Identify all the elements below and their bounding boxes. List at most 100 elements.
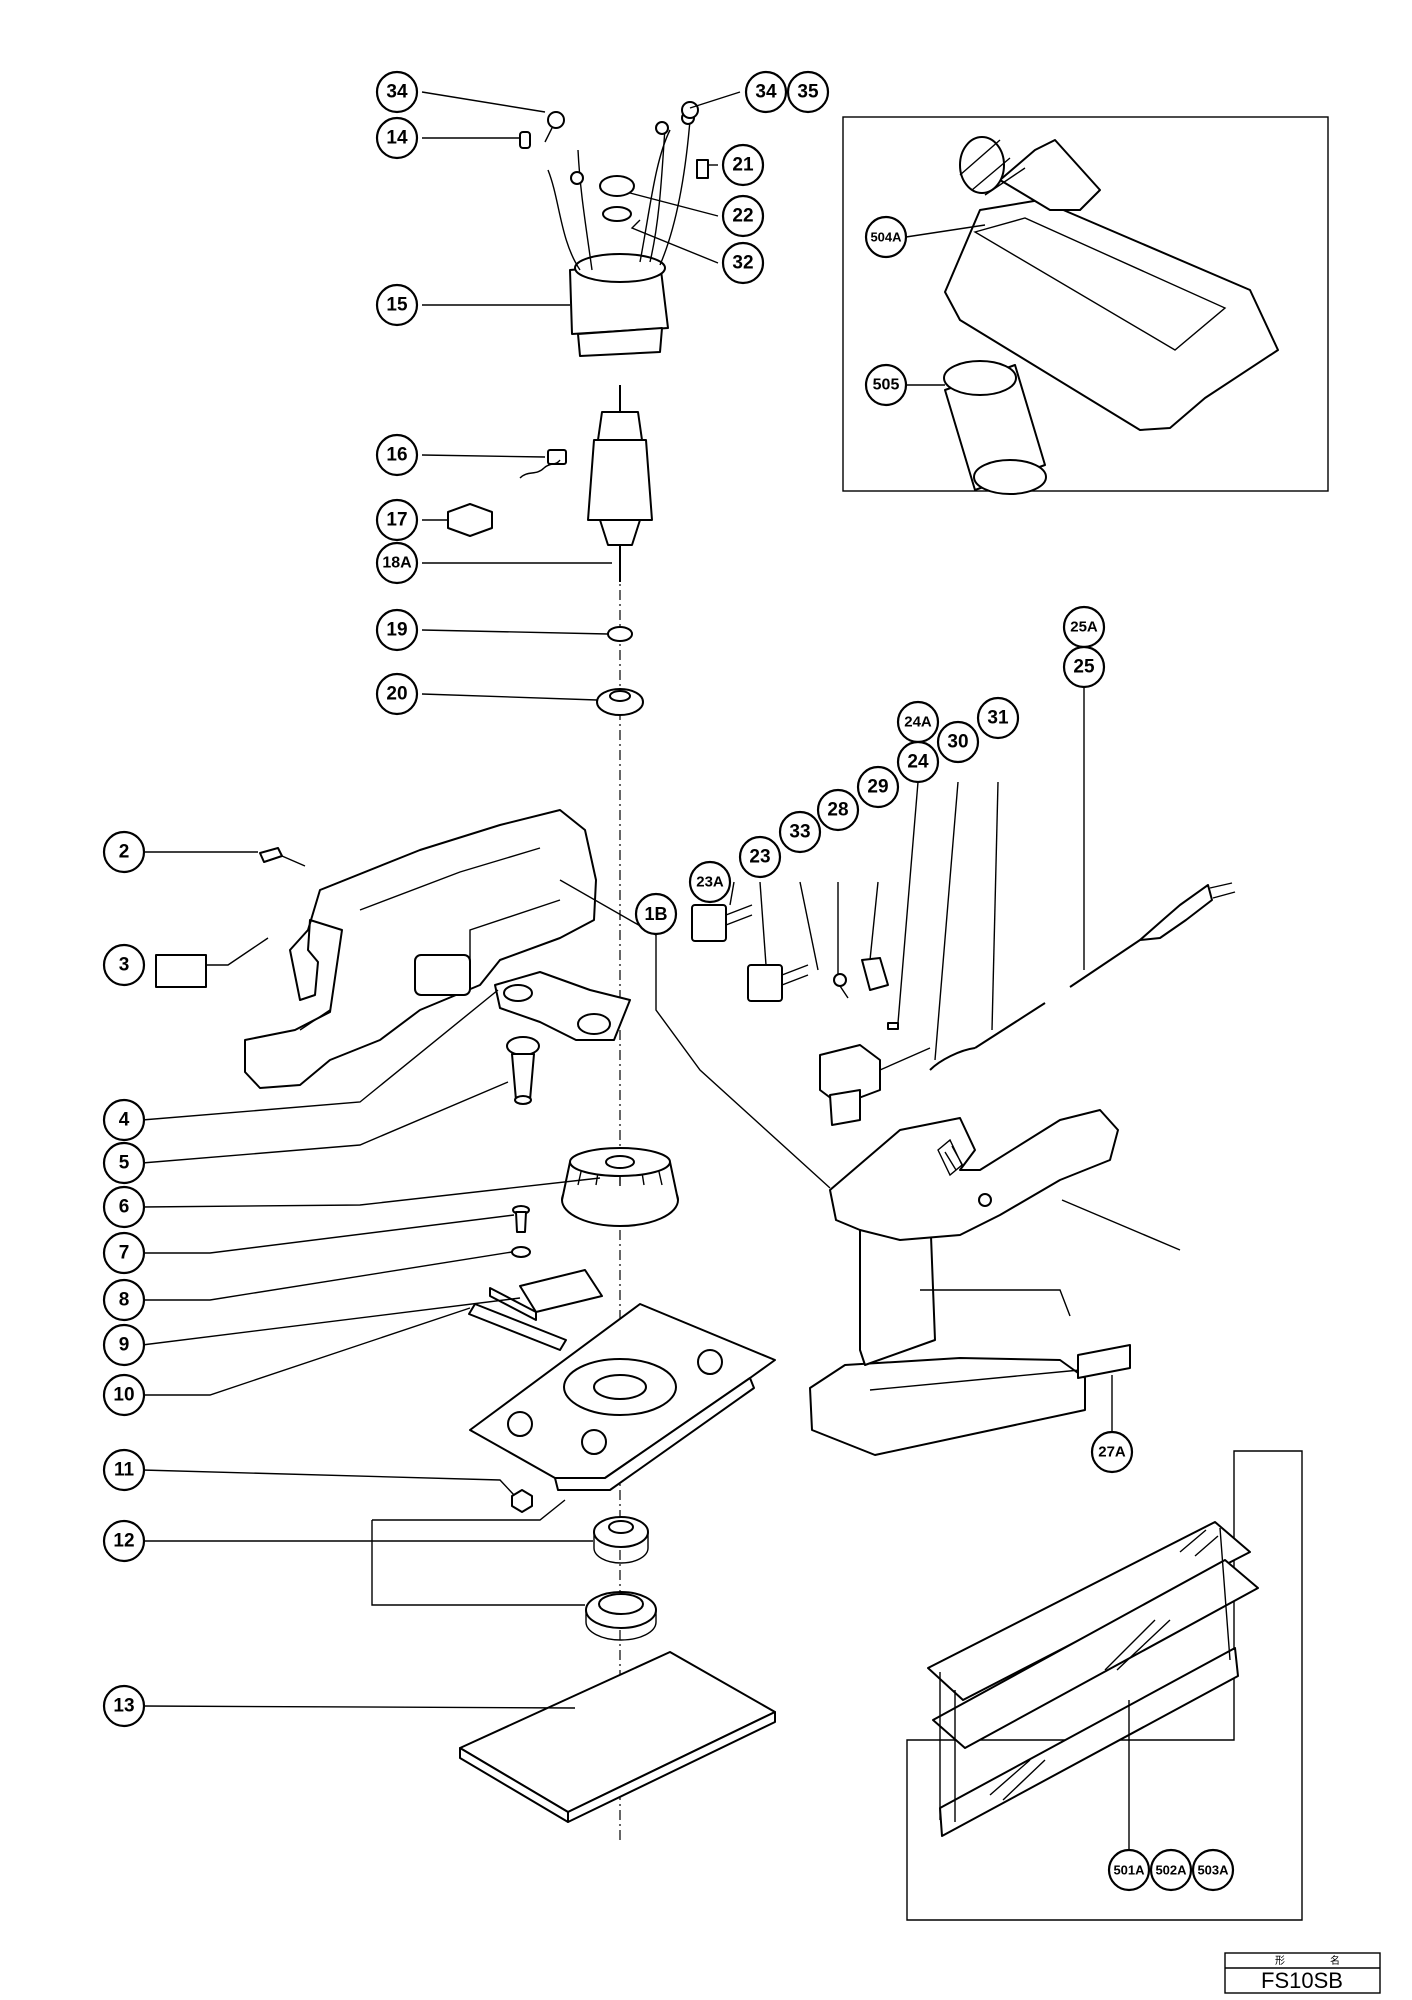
callout-503a: 503A [1191, 1848, 1235, 1892]
callout-501a: 501A [1107, 1848, 1151, 1892]
callout-20: 20 [375, 672, 419, 716]
cushion-pad [459, 1651, 776, 1823]
callout-504a: 504A [864, 215, 908, 259]
callout-28: 28 [816, 788, 860, 832]
svg-text:25A: 25A [1070, 619, 1098, 636]
svg-text:501A: 501A [1113, 1863, 1145, 1878]
svg-text:14: 14 [386, 128, 408, 149]
callout-35: 35 [786, 70, 830, 114]
svg-text:22: 22 [732, 206, 753, 227]
handle-housing [244, 809, 597, 1089]
callout-5: 5 [102, 1141, 146, 1185]
svg-text:23A: 23A [696, 874, 724, 891]
callout-502a: 502A [1149, 1848, 1193, 1892]
ball-bearing-upper [596, 688, 644, 716]
svg-text:32: 32 [732, 253, 753, 274]
callout-24a: 24A [896, 700, 940, 744]
callout-6: 6 [102, 1185, 146, 1229]
svg-text:24A: 24A [904, 714, 932, 731]
svg-text:13: 13 [113, 1696, 134, 1717]
svg-text:12: 12 [113, 1531, 134, 1552]
svg-text:31: 31 [987, 708, 1009, 729]
callout-3: 3 [102, 943, 146, 987]
brush-cap [447, 503, 493, 537]
svg-text:29: 29 [867, 777, 888, 798]
svg-text:28: 28 [827, 800, 848, 821]
callout-17: 17 [375, 498, 419, 542]
svg-text:7: 7 [119, 1243, 130, 1264]
svg-text:30: 30 [947, 732, 968, 753]
screw-2 [259, 847, 306, 867]
power-cord [929, 882, 1236, 1071]
svg-text:6: 6 [119, 1197, 130, 1218]
callout-14: 14 [375, 116, 419, 160]
svg-text:505: 505 [873, 377, 900, 394]
callout-31: 31 [976, 696, 1020, 740]
screw-7 [512, 1205, 530, 1233]
sandpaper-sheets [927, 1521, 1259, 1837]
callout-8: 8 [102, 1278, 146, 1322]
callout-7: 7 [102, 1231, 146, 1275]
callout-21: 21 [721, 143, 765, 187]
svg-text:24: 24 [907, 752, 929, 773]
svg-text:1B: 1B [644, 904, 667, 924]
armature [587, 385, 653, 582]
ball-bearing-lower [593, 1516, 649, 1564]
callout-22: 22 [721, 194, 765, 238]
callout-11: 11 [102, 1448, 146, 1492]
svg-text:9: 9 [119, 1335, 130, 1356]
callout-13: 13 [102, 1684, 146, 1728]
model-number: FS10SB [1261, 1968, 1343, 1993]
paper-clamp [489, 1269, 603, 1321]
callout-29: 29 [856, 765, 900, 809]
spring-24 [887, 1022, 899, 1030]
callout-27a: 27A [1090, 1430, 1134, 1474]
noise-suppressor-23a [691, 904, 753, 942]
base-pad [469, 1303, 776, 1491]
seal-plunger [506, 1036, 540, 1105]
callout-15: 15 [375, 283, 419, 327]
nut [511, 1489, 533, 1513]
callout-9: 9 [102, 1323, 146, 1367]
svg-text:21: 21 [732, 155, 754, 176]
dust-box [944, 136, 1279, 431]
callout-24: 24 [896, 740, 940, 784]
svg-text:503A: 503A [1197, 1863, 1229, 1878]
svg-text:25: 25 [1073, 657, 1095, 678]
svg-text:34: 34 [755, 82, 777, 103]
callout-12: 12 [102, 1519, 146, 1563]
washer-8 [511, 1246, 531, 1258]
bearing-cover [585, 1591, 657, 1641]
svg-text:18A: 18A [382, 555, 412, 572]
svg-text:33: 33 [789, 822, 810, 843]
leader-lines [141, 91, 1181, 1850]
model-header-left: 形 [1275, 1955, 1285, 1967]
callout-18a: 18A [375, 541, 419, 585]
svg-text:2: 2 [119, 842, 130, 863]
svg-text:504A: 504A [870, 230, 902, 245]
callout-16: 16 [375, 433, 419, 477]
tapping-screw-28 [833, 973, 849, 999]
washer [607, 626, 633, 642]
model-box: 形 名 FS10SB [1224, 1952, 1381, 1994]
callout-25: 25 [1062, 645, 1106, 689]
svg-text:35: 35 [797, 82, 819, 103]
label-plate [155, 954, 207, 988]
svg-text:10: 10 [113, 1385, 134, 1406]
callout-4: 4 [102, 1098, 146, 1142]
svg-text:4: 4 [119, 1110, 130, 1131]
callout-34-top-right: 34 [744, 70, 788, 114]
callout-34-top-left: 34 [375, 70, 419, 114]
fan [561, 1147, 679, 1227]
stator [547, 111, 695, 357]
svg-text:20: 20 [386, 684, 407, 705]
callout-2: 2 [102, 830, 146, 874]
dust-box-frame [842, 116, 1329, 492]
svg-text:15: 15 [386, 295, 408, 316]
name-plate [1077, 1344, 1131, 1379]
svg-text:8: 8 [119, 1290, 130, 1311]
callout-10: 10 [102, 1373, 146, 1417]
cord-clip-29 [861, 957, 889, 991]
dust-filter [943, 360, 1047, 495]
